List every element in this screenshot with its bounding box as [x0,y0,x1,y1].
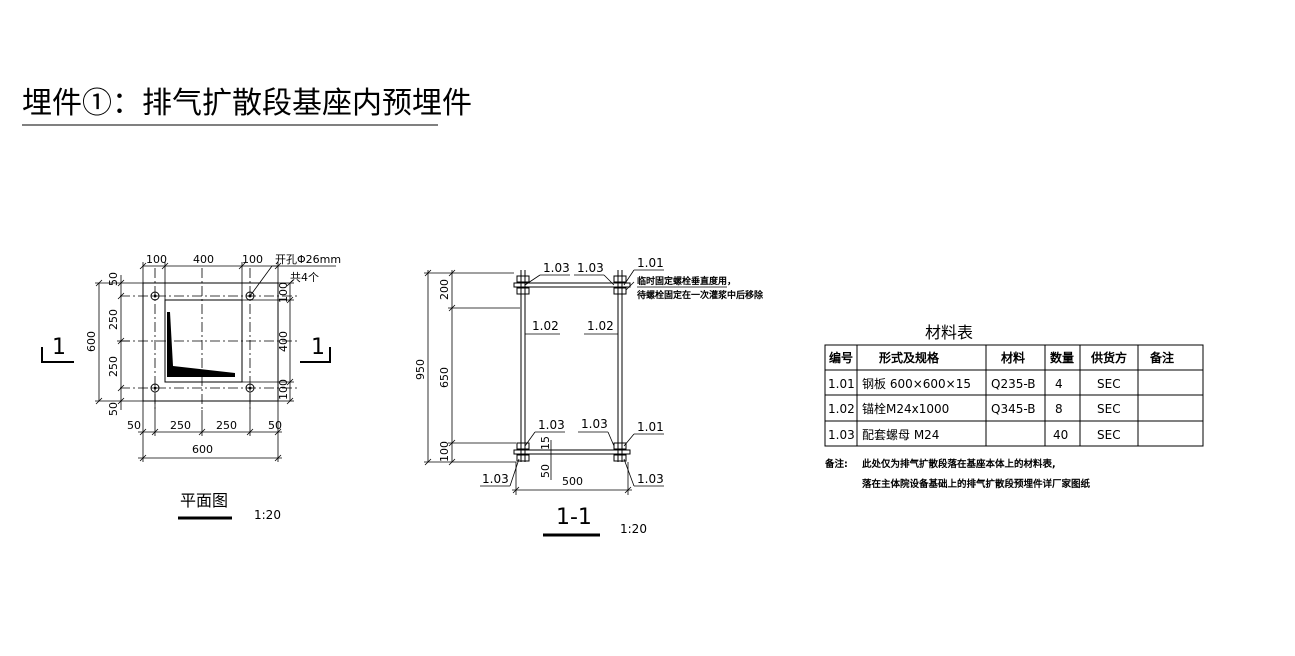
plan-hole-tl-center [153,294,157,298]
section-nut-bot-right-b [613,454,627,462]
section-callout-bot-right-b: 1.03 [637,472,664,486]
plan-scale: 1:20 [254,508,281,522]
plan-section-marker-left [41,347,74,363]
material-header-id: 编号 [828,350,853,365]
section-callout-bot-left-a: 1.03 [538,418,565,432]
material-header-qty: 数量 [1050,350,1074,365]
plan-right-dim-2: 400 [277,331,290,352]
section-dim-2: 650 [438,367,451,388]
section-callout-top-mid: 1.03 [577,261,604,275]
plan-hole-count: 共4个 [290,271,319,284]
material-note-label: 备注: [824,458,848,470]
material-row-3-id: 1.03 [828,428,855,442]
material-row-1-material: Q235-B [991,377,1035,391]
section-caption: 1-1 [556,505,592,530]
material-header-supplier: 供货方 [1090,350,1127,365]
section-callout-bot-right-a: 1.01 [637,420,664,434]
material-header-material: 材料 [1000,350,1025,365]
plan-section-label-right: 1 [311,335,325,360]
plan-view: 100 400 100 开孔Φ26mm 共4个 600 50 250 250 5… [41,253,341,522]
section-bottom-dim-500: 500 [562,475,583,488]
plan-section-marker-right [300,347,331,363]
plan-top-dim-1: 100 [146,253,167,266]
plan-top-dim-2: 400 [193,253,214,266]
plan-top-dim-3: 100 [242,253,263,266]
plan-left-dim-total: 600 [85,331,98,352]
material-header-spec: 形式及规格 [879,350,940,365]
section-nut-top-right-b [613,287,627,295]
material-row-2-material: Q345-B [991,402,1035,416]
material-table: 材料表 编号 形式及规格 材料 数量 供货方 备注 1.01 钢板 600×60… [824,323,1204,490]
section-dim-total: 950 [414,359,427,380]
plan-bottom-dim-4: 50 [268,419,282,432]
plan-caption: 平面图 [180,491,228,510]
material-table-title: 材料表 [925,323,973,342]
section-nut-bot-left-b [516,454,530,462]
section-nut-top-left-b [516,287,530,295]
section-callout-top-left: 1.03 [543,261,570,275]
plan-left-dim-1: 50 [107,272,120,286]
section-temp-note-2: 待螺栓固定在一次灌浆中后移除 [637,289,764,301]
material-row-2-id: 1.02 [828,402,855,416]
plan-bottom-dim-3: 250 [216,419,237,432]
plan-angle-section [167,312,235,377]
plan-left-dim-2: 250 [107,309,120,330]
plan-left-dim-3: 250 [107,356,120,377]
drawing-title: 埋件①：排气扩散段基座内预埋件 [22,86,472,121]
section-callout-bot-mid: 1.03 [581,417,608,431]
plan-section-label-left: 1 [52,335,66,360]
plan-outer-plate [142,282,279,402]
plan-hole-note: 开孔Φ26mm [275,253,341,266]
section-temp-note-1: 临时固定螺栓垂直度用， [637,275,736,287]
section-nut-top-right-a [613,275,627,283]
section-callout-mid-left: 1.02 [532,319,559,333]
material-row-2-spec: 锚栓M24x1000 [862,401,949,416]
section-top-plate [513,282,631,288]
material-row-3-spec: 配套螺母 M24 [862,428,939,442]
section-callout-bot-left-b: 1.03 [482,472,509,486]
plan-right-dim-3: 100 [277,379,290,400]
section-dim-1: 200 [438,279,451,300]
plan-bottom-dim-2: 250 [170,419,191,432]
plan-bottom-dim-total: 600 [192,443,213,456]
section-nut-top-left-a [516,275,530,283]
material-header-remark: 备注 [1149,350,1174,365]
plan-hole-leader [249,265,273,297]
material-row-3-supplier: SEC [1097,428,1121,442]
section-callout-top-right: 1.01 [637,256,664,270]
section-bottom-dim-50: 50 [539,464,552,478]
section-bottom-plate [513,449,631,455]
material-note-1: 此处仅为排气扩散段落在基座本体上的材料表, [862,458,1056,470]
plan-hole-br-center [248,386,252,390]
material-note-2: 落在主体院设备基础上的排气扩散段预埋件详厂家图纸 [862,478,1091,490]
material-row-1-qty: 4 [1055,377,1063,391]
plan-hole-bl-center [153,386,157,390]
section-scale: 1:20 [620,522,647,536]
material-row-3-qty: 40 [1053,428,1068,442]
section-dim-3: 100 [438,441,451,462]
section-view: 950 200 650 100 500 50 15 1.03 1.03 1.01… [414,256,764,537]
plan-right-dim-1: 100 [277,282,290,303]
material-row-1-spec: 钢板 600×600×15 [862,377,971,391]
material-row-2-qty: 8 [1055,402,1063,416]
section-small-dim: 15 [539,436,552,450]
material-row-2-supplier: SEC [1097,402,1121,416]
section-nut-bot-left-a [516,442,530,450]
plan-left-dim-4: 50 [107,402,120,416]
section-callout-mid-right: 1.02 [587,319,614,333]
material-row-1-id: 1.01 [828,377,855,391]
plan-hole-tl [150,291,160,301]
plan-bottom-dim-1: 50 [127,419,141,432]
material-row-1-supplier: SEC [1097,377,1121,391]
